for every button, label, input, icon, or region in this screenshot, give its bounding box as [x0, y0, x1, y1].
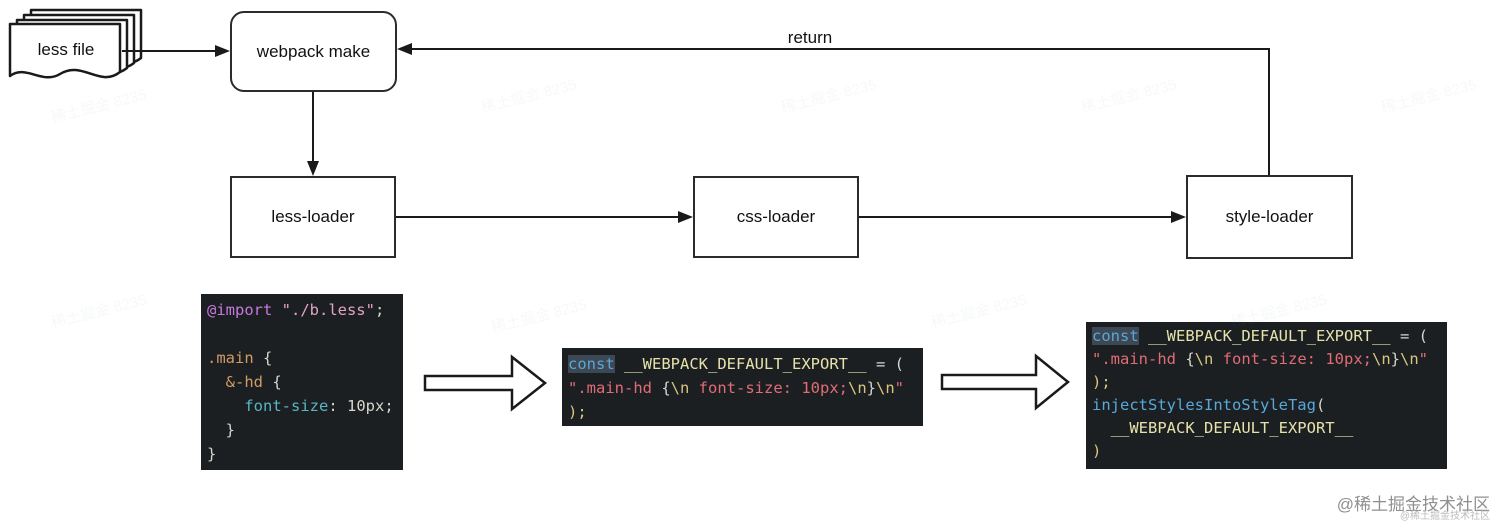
code-line: __WEBPACK_DEFAULT_EXPORT__ — [1110, 419, 1354, 437]
code-line: ".main-hd {\n font-size: 10px;\n}\n" — [1092, 350, 1429, 368]
css-loader-label: css-loader — [736, 207, 816, 226]
code-line — [207, 322, 397, 346]
return-edge-label: return — [787, 28, 833, 47]
style-loader-node: style-loader — [1186, 175, 1353, 259]
site-credit-small: @稀土掘金技术社区 — [1399, 511, 1490, 522]
code-line: } — [207, 445, 217, 463]
site-credit: @稀土掘金技术社区 — [1336, 495, 1490, 514]
less-loader-label: less-loader — [271, 207, 355, 226]
code-line: } — [207, 421, 235, 439]
arrow-cssloader-to-styleloader — [859, 211, 1186, 223]
code-block-cssloader-output: const __WEBPACK_DEFAULT_EXPORT__ = ( ".ma… — [562, 348, 923, 426]
less-loader-node: less-loader — [230, 176, 396, 258]
arrow-lessfile-to-webpackmake — [122, 45, 230, 57]
less-file-label: less file — [37, 40, 95, 59]
arrow-lessloader-to-cssloader — [396, 211, 693, 223]
arrow-webpackmake-to-lessloader — [307, 92, 319, 176]
code-line: const __WEBPACK_DEFAULT_EXPORT__ = ( — [568, 355, 904, 373]
code-line: &-hd { — [225, 373, 282, 391]
transform-arrow-2 — [940, 353, 1070, 411]
code-line: @import "./b.less"; — [207, 301, 385, 319]
code-line: const __WEBPACK_DEFAULT_EXPORT__ = ( — [1092, 327, 1428, 345]
code-line: font-size: 10px; — [244, 397, 394, 415]
code-line: ); — [1092, 373, 1111, 391]
webpack-make-node: webpack make — [230, 11, 397, 92]
less-file-node: less file — [14, 32, 118, 68]
webpack-make-label: webpack make — [256, 41, 371, 61]
transform-arrow-1 — [423, 354, 548, 412]
code-line: injectStylesIntoStyleTag( — [1092, 396, 1326, 414]
code-line: ".main-hd {\n font-size: 10px;\n}\n" — [568, 379, 905, 397]
less-file-pages-icon — [8, 8, 143, 79]
code-block-styleloader-output: const __WEBPACK_DEFAULT_EXPORT__ = ( ".ma… — [1086, 322, 1447, 469]
style-loader-label: style-loader — [1225, 207, 1314, 226]
arrow-return-to-webpackmake — [397, 43, 1270, 175]
code-block-less-source: @import "./b.less"; .main { &-hd { font-… — [201, 294, 403, 470]
code-line: ); — [568, 403, 587, 421]
css-loader-node: css-loader — [693, 176, 859, 258]
code-line: ) — [1092, 442, 1102, 460]
code-line: .main { — [207, 349, 273, 367]
